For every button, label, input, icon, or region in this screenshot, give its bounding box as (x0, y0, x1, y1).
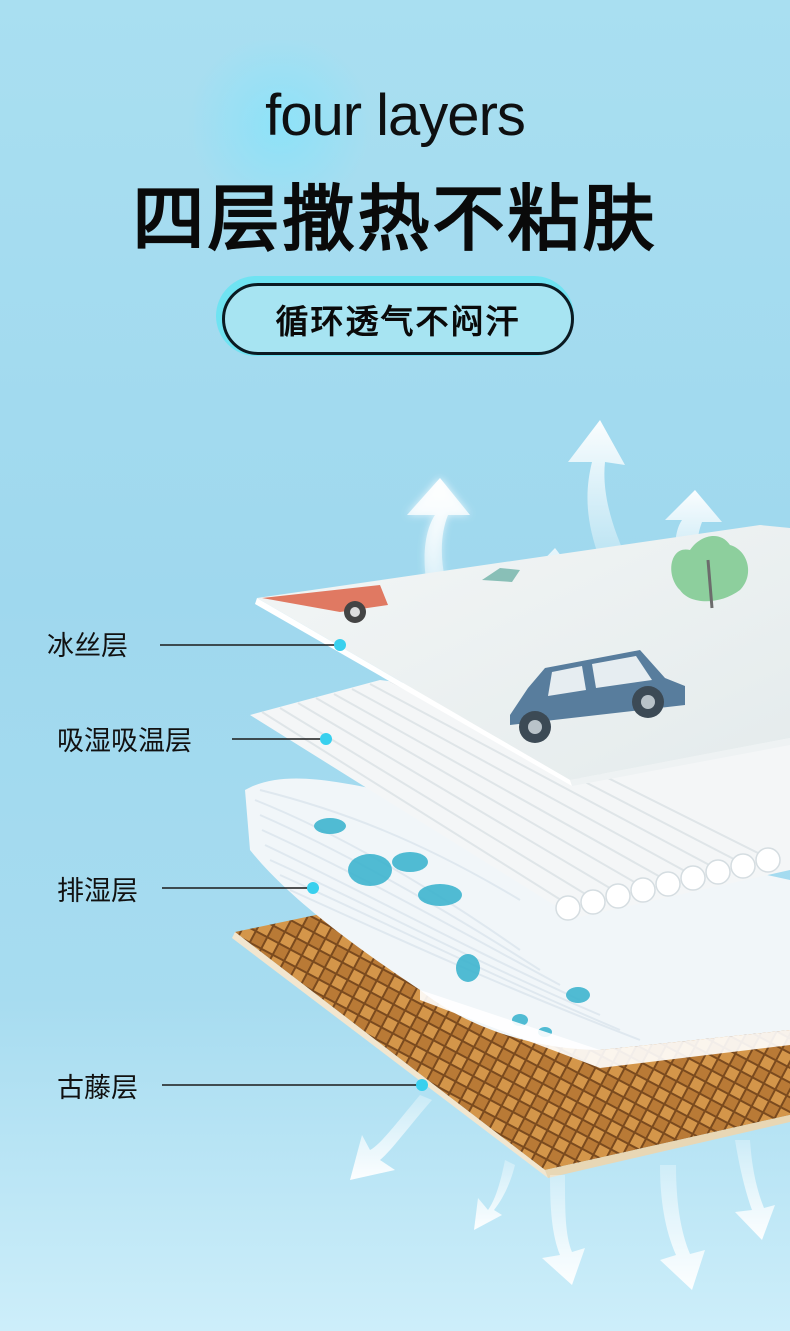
layer-illustration (160, 420, 790, 1290)
badge-pill: 循环透气不闷汗 (222, 283, 574, 355)
title-english: four layers (265, 83, 526, 148)
blue-car-print (510, 650, 685, 743)
layer-label-rattan: 古藤层 (57, 1073, 138, 1104)
layer-label-ice-silk: 冰丝层 (47, 631, 128, 662)
leader-lines (160, 639, 428, 1091)
airflow-down-arrows (350, 1095, 775, 1290)
layer-label-wicking: 排湿层 (57, 876, 138, 907)
badge-text: 循环透气不闷汗 (275, 302, 521, 341)
wicking-layer-fibers (245, 778, 790, 1068)
layer-label-absorb: 吸湿吸温层 (57, 726, 192, 757)
tree-print (671, 535, 749, 609)
title-glow (180, 40, 380, 210)
rattan-layer-sheet (232, 912, 790, 1178)
red-car-print (262, 585, 388, 623)
title-chinese: 四层撒热不粘肤 (132, 177, 658, 261)
